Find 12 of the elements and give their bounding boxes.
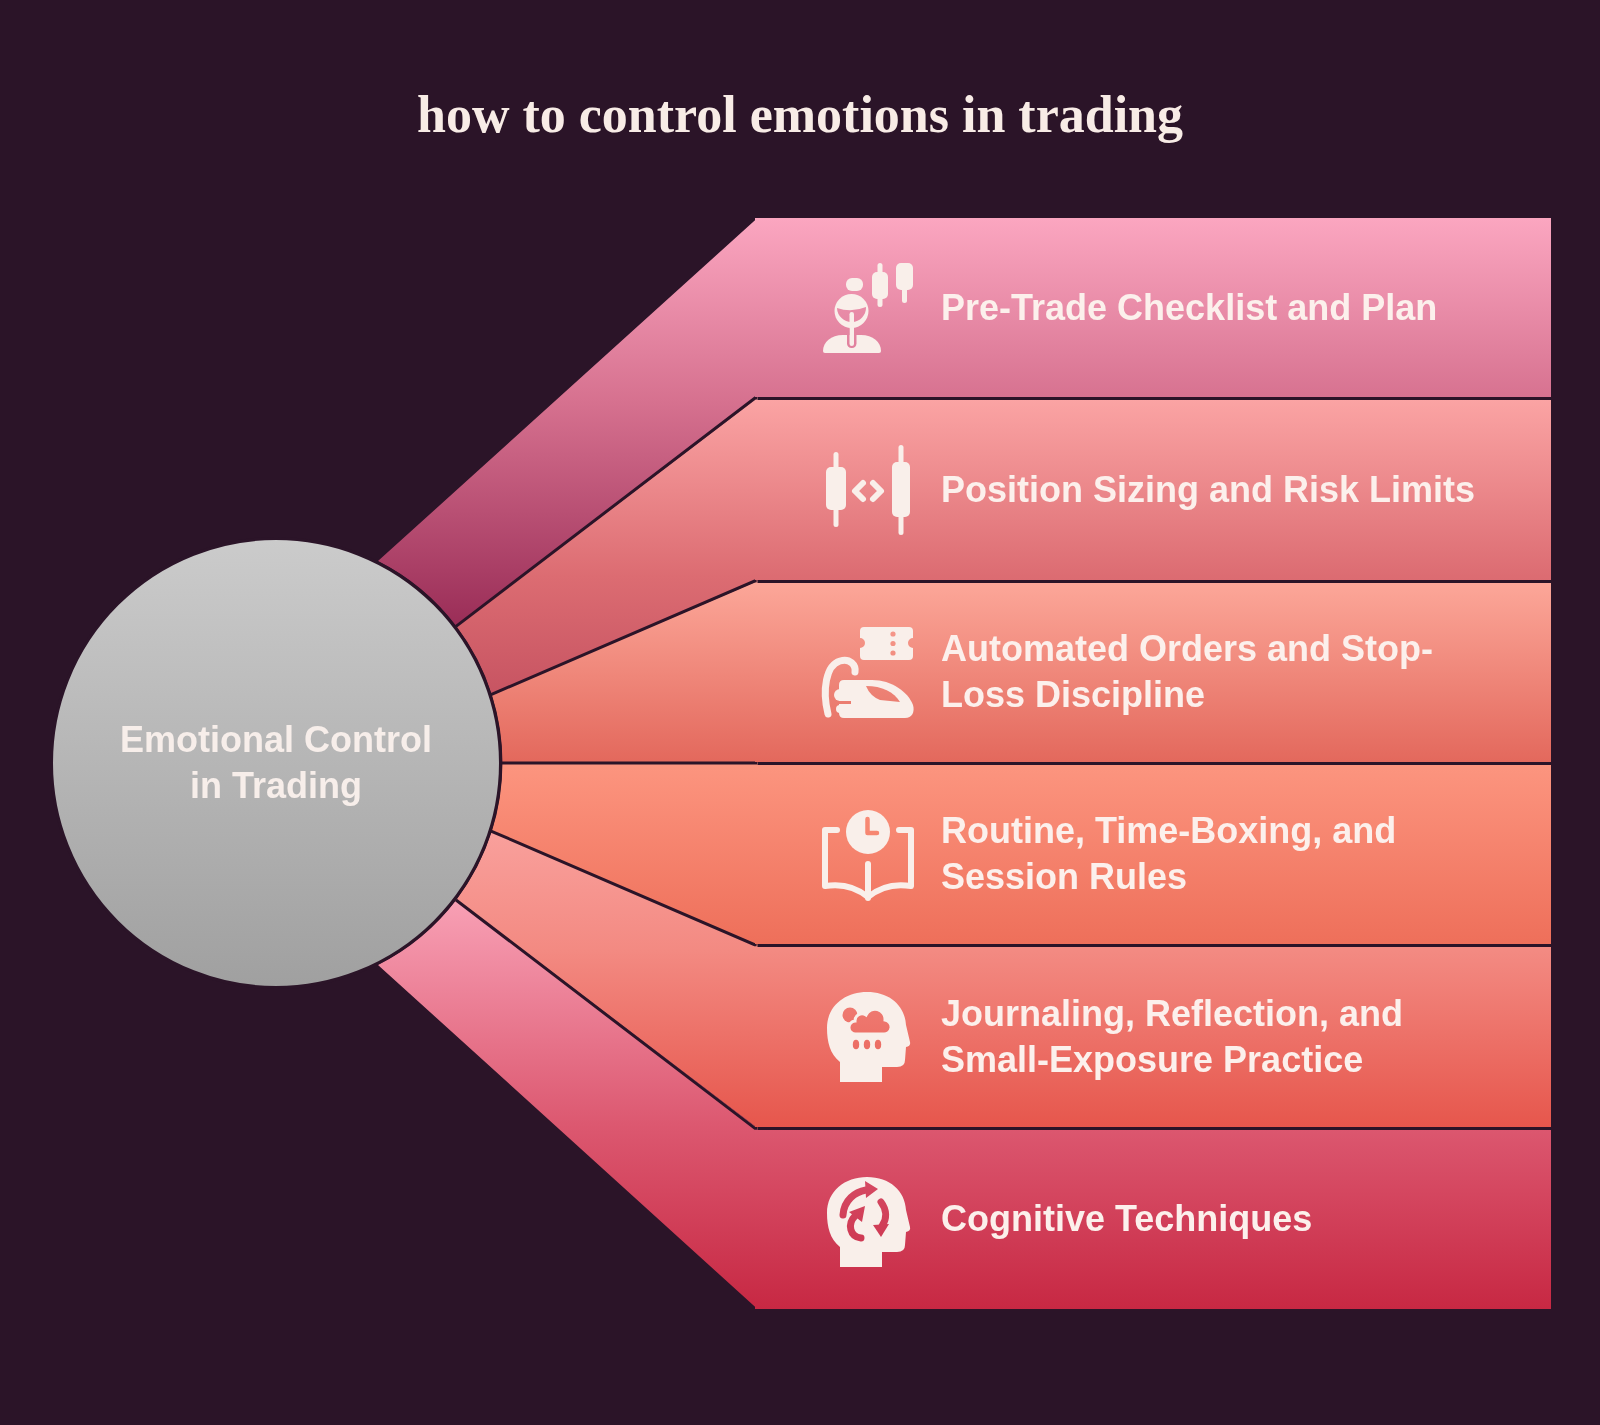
- band-segment: [755, 218, 1551, 397]
- item-label: Journaling, Reflection, and Small-Exposure Practice: [941, 991, 1405, 1082]
- item-label: Automated Orders and Stop-Loss Discipline: [941, 627, 1435, 717]
- band-segment: [755, 946, 1551, 1127]
- item-label: Pre-Trade Checklist and Plan: [941, 286, 1438, 330]
- item-label: Cognitive Techniques: [941, 1196, 1313, 1241]
- band-segment: [755, 1129, 1551, 1309]
- title: how to control emotions in trading: [416, 85, 1184, 145]
- hub-label: Emotional Control in Trading: [119, 718, 433, 808]
- item-label: Routine, Time-Boxing, and Session Rules: [941, 809, 1398, 899]
- item-label: Position Sizing and Risk Limits: [941, 467, 1476, 512]
- band-segment: [755, 399, 1551, 580]
